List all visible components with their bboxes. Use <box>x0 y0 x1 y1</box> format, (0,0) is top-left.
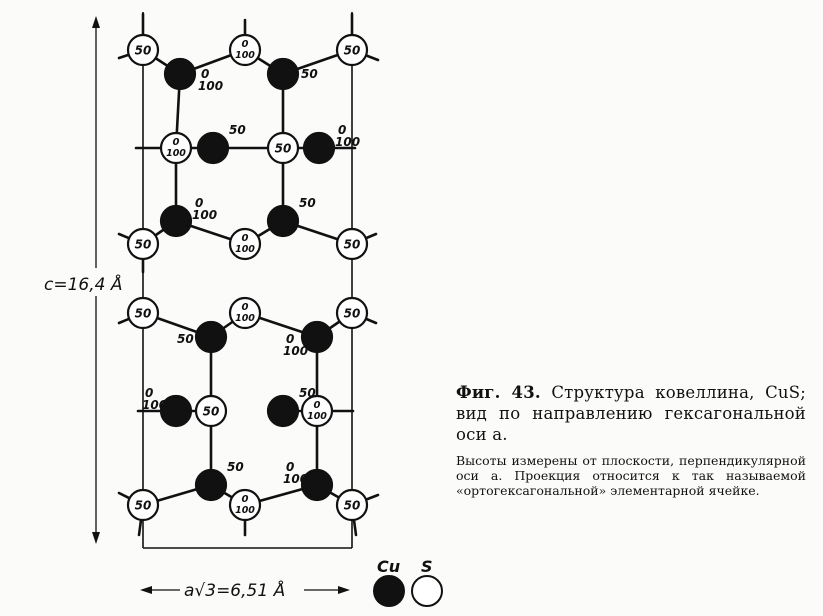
cu-atom-height-label: 0 <box>286 332 294 346</box>
caption-title-text: Структура ковеллина, CuS; вид по направл… <box>456 383 806 444</box>
s-atom-height-label: 50 <box>275 142 292 156</box>
s-atom: 50 <box>335 227 369 261</box>
cu-atom-height-label: 100 <box>192 208 217 222</box>
legend-s-label: S <box>421 557 433 576</box>
caption-note: Высоты измерены от плоскости, перпендику… <box>456 453 806 498</box>
s-atom: 50 <box>126 488 160 522</box>
cu-atom <box>159 394 193 428</box>
s-atom: 50 <box>335 33 369 67</box>
figure-caption: Фиг. 43. Структура ковеллина, CuS; вид п… <box>456 382 806 498</box>
cu-atom-height-label: 50 <box>299 386 316 400</box>
cu-atom-height-label: 0 <box>145 386 153 400</box>
cu-atom-height-label: 0 <box>338 123 346 137</box>
s-atom-height-label: 100 <box>235 313 255 324</box>
caption-figure-label: Фиг. 43. <box>456 383 541 402</box>
s-atom-height-label: 50 <box>135 499 152 513</box>
a-dimension-label: a√3=6,51 Å <box>184 579 285 601</box>
legend: Cu S <box>373 557 443 607</box>
s-atom: 50 <box>126 296 160 330</box>
s-atom-height-label: 50 <box>344 499 361 513</box>
cu-atom <box>266 57 300 91</box>
c-dimension-label: c=16,4 Å <box>44 273 122 295</box>
s-atom: 50 <box>126 33 160 67</box>
cu-atom <box>196 131 230 165</box>
s-atom: 50 <box>335 296 369 330</box>
cu-atom-height-label: 100 <box>335 135 360 149</box>
cu-atom-height-label: 0 <box>195 196 203 210</box>
s-atom: 50 <box>266 131 300 165</box>
cu-atom-height-label: 50 <box>229 123 246 137</box>
cu-atom <box>266 204 300 238</box>
cu-atom-height-label: 0 <box>286 460 294 474</box>
cu-atom-height-label: 100 <box>283 472 308 486</box>
s-atom-height-label: 50 <box>344 238 361 252</box>
s-atom-height-label: 50 <box>135 238 152 252</box>
c-label-bg <box>40 268 118 296</box>
cu-atom-height-label: 50 <box>177 332 194 346</box>
cu-atom <box>159 204 193 238</box>
s-atom-height-label: 0 <box>242 494 249 505</box>
cu-atom-height-label: 100 <box>198 79 223 93</box>
cu-atom <box>266 394 300 428</box>
s-atom: 50 <box>335 488 369 522</box>
s-atom-height-label: 50 <box>135 307 152 321</box>
s-atom-height-label: 0 <box>242 302 249 313</box>
s-atom-height-label: 100 <box>307 411 327 422</box>
s-atom-height-label: 100 <box>166 148 186 159</box>
s-atom: 50 <box>126 227 160 261</box>
cu-atom <box>300 320 334 354</box>
s-atom-height-label: 50 <box>203 405 220 419</box>
a-dimension-arrow <box>140 586 350 594</box>
legend-cu-label: Cu <box>377 557 400 576</box>
cu-atom <box>194 320 228 354</box>
cu-atom-height-label: 50 <box>299 196 316 210</box>
caption-title: Фиг. 43. Структура ковеллина, CuS; вид п… <box>456 382 806 445</box>
cu-atom-height-label: 100 <box>142 398 167 412</box>
bonds <box>117 12 380 537</box>
s-atom-height-label: 0 <box>314 400 321 411</box>
s-atom-height-label: 100 <box>235 50 255 61</box>
s-atom-height-label: 0 <box>242 39 249 50</box>
unit-cell-frame <box>142 12 353 549</box>
s-atom-height-label: 0 <box>173 137 180 148</box>
s-atom-height-label: 0 <box>242 233 249 244</box>
legend-cu-atom <box>373 575 405 607</box>
cu-atom-height-label: 0 <box>201 67 209 81</box>
cu-atom <box>300 468 334 502</box>
cu-atom <box>302 131 336 165</box>
s-atom-height-label: 100 <box>235 244 255 255</box>
cu-atom <box>194 468 228 502</box>
s-atom: 50 <box>194 394 228 428</box>
cu-atom <box>163 57 197 91</box>
s-atom-height-label: 50 <box>344 307 361 321</box>
cu-atom-height-label: 50 <box>227 460 244 474</box>
s-atom-height-label: 50 <box>344 44 361 58</box>
cu-atom-height-label: 50 <box>301 67 318 81</box>
s-atom-height-label: 100 <box>235 505 255 516</box>
s-atom-height-label: 50 <box>135 44 152 58</box>
cu-atom-height-label: 100 <box>283 344 308 358</box>
legend-s-atom <box>411 575 443 607</box>
